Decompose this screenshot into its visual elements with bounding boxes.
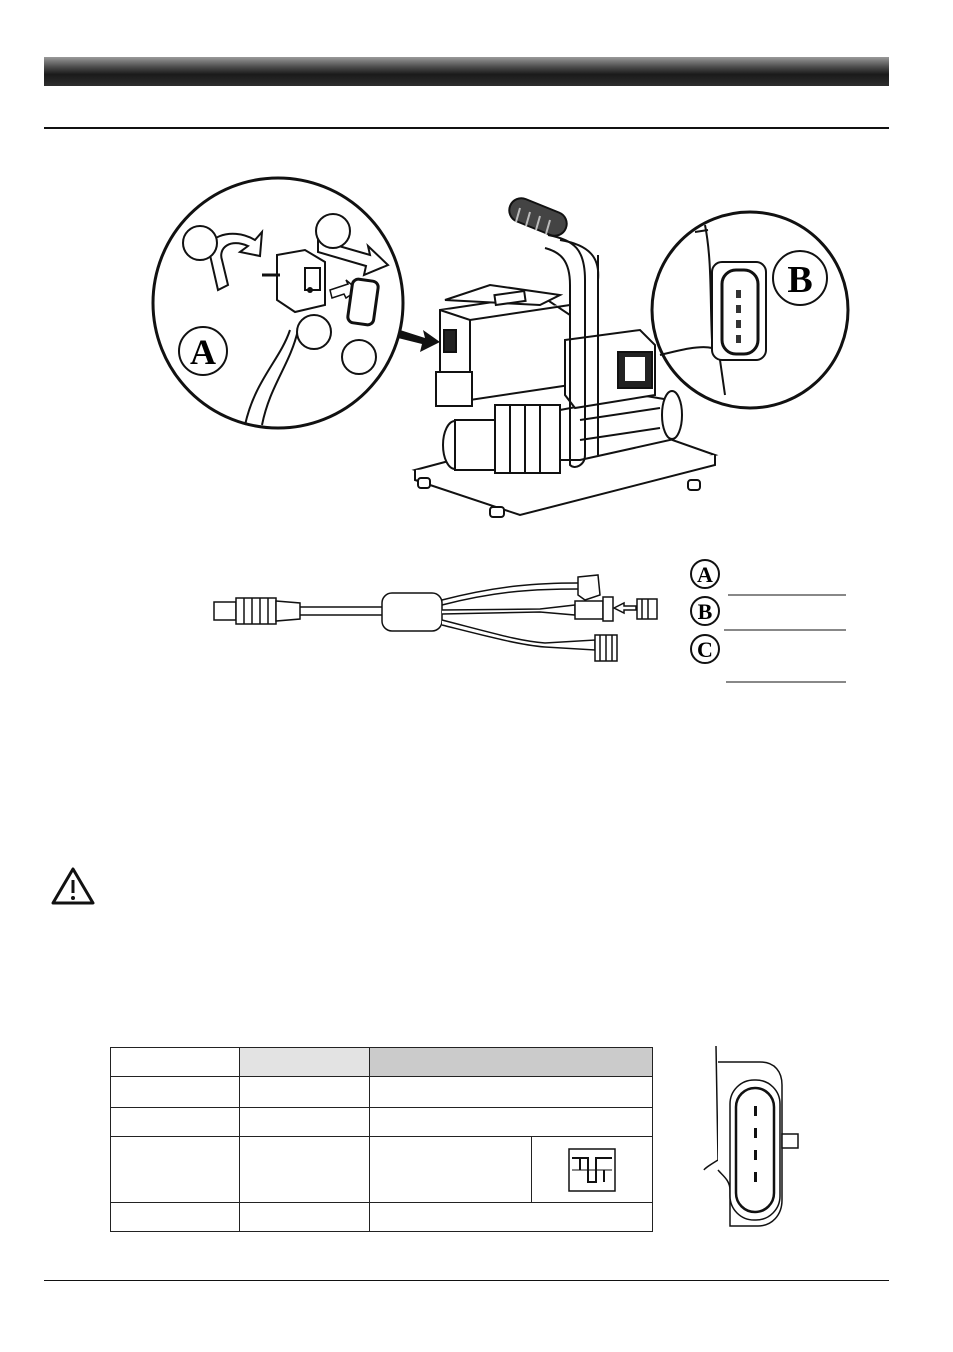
table-header-row <box>110 1047 653 1077</box>
table-cell <box>110 1202 240 1232</box>
carry-handle <box>508 197 600 468</box>
connector-b-icon <box>574 600 604 620</box>
table-cell <box>531 1136 653 1203</box>
table-row <box>110 1202 653 1232</box>
footer-divider <box>44 1280 889 1281</box>
square-wave-icon <box>568 1147 616 1192</box>
table-row <box>110 1076 653 1108</box>
table-cell <box>369 1136 532 1203</box>
step-marker-1 <box>182 225 218 261</box>
table-row <box>110 1107 653 1137</box>
callout-b: B <box>650 210 850 410</box>
header-bar <box>44 57 889 86</box>
connector-a-icon <box>577 574 601 601</box>
callout-a: A <box>151 176 405 430</box>
gasket-icon <box>346 277 380 327</box>
step-marker-2 <box>315 213 351 249</box>
table-cell <box>239 1047 370 1077</box>
pump-illustration: A B <box>151 176 850 518</box>
cable-plug-grip <box>235 597 277 625</box>
callout-b-label: B <box>787 259 812 301</box>
cable-plug-icon <box>213 601 237 621</box>
cable-diagram: A B C <box>213 559 846 683</box>
valve-body <box>442 390 683 474</box>
table-cell <box>110 1136 240 1203</box>
step-marker-3 <box>296 314 332 350</box>
table-cell <box>369 1047 653 1077</box>
table-cell <box>239 1202 370 1232</box>
spec-table <box>110 1047 653 1232</box>
table-cell <box>110 1076 240 1108</box>
pointer-arrow-icon <box>398 330 440 352</box>
table-cell <box>110 1107 240 1137</box>
callout-a-label: A <box>190 332 216 372</box>
control-module <box>564 328 656 410</box>
step-marker-4 <box>341 339 377 375</box>
connector-plug-icon <box>276 248 326 314</box>
legend-c-letter: C <box>697 637 713 662</box>
socket-side-view <box>703 1045 799 1227</box>
table-cell <box>369 1076 653 1108</box>
section-divider <box>44 127 889 129</box>
table-cell <box>239 1136 370 1203</box>
junction-box <box>381 592 443 632</box>
cable-legend: A B C <box>690 559 846 683</box>
table-cell <box>369 1107 653 1137</box>
table-cell <box>239 1076 370 1108</box>
warning-triangle-icon <box>51 867 95 905</box>
legend-a-letter: A <box>697 562 713 587</box>
table-cell <box>369 1202 653 1232</box>
legend-b-letter: B <box>698 599 713 624</box>
actuator-housing <box>435 283 571 407</box>
table-row <box>110 1136 653 1203</box>
table-cell <box>239 1107 370 1137</box>
table-cell <box>110 1047 240 1077</box>
